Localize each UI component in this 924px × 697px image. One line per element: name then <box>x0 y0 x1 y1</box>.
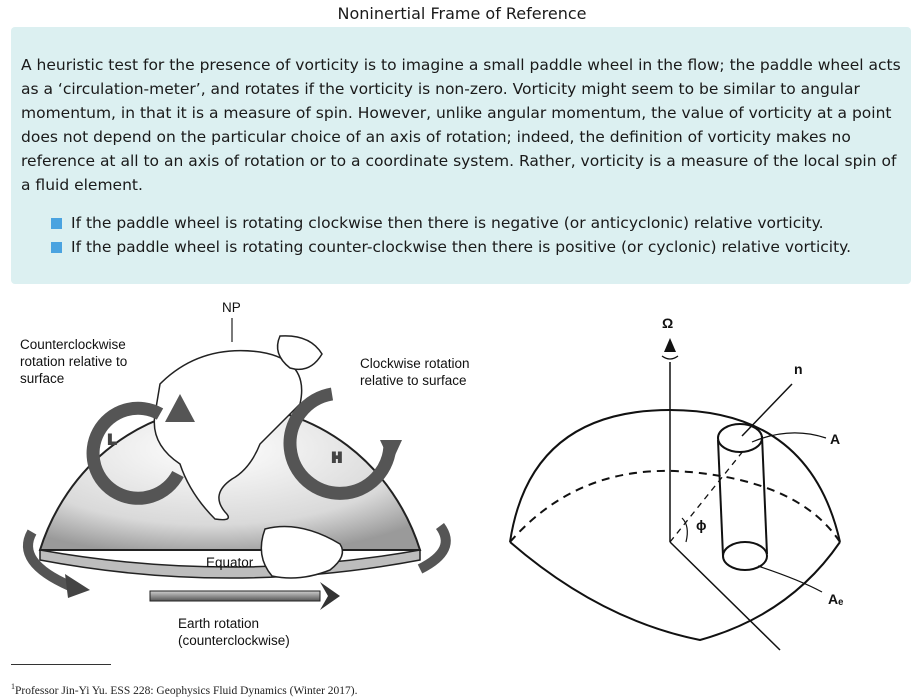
vorticity-diagram: Ω n A ϕ Aₑ <box>509 315 843 651</box>
north-america-shape <box>153 349 303 521</box>
cw-rotation-arrow <box>283 387 397 500</box>
cylinder-top <box>717 423 763 453</box>
omega-arrow-head <box>664 338 676 352</box>
footnote-mark: 1 <box>11 682 15 691</box>
footnote: 1Professor Jin-Yi Yu. ESS 228: Geophysic… <box>11 682 358 697</box>
footnote-rule <box>11 664 111 665</box>
high-label: H <box>332 450 342 465</box>
low-label: L <box>108 432 116 447</box>
bullet-counterclockwise: If the paddle wheel is rotating counter-… <box>51 235 901 259</box>
bullet-text: If the paddle wheel is rotating clockwis… <box>71 214 824 232</box>
np-label: NP <box>222 300 241 315</box>
area-a-label: A <box>830 431 840 447</box>
bullet-text: If the paddle wheel is rotating counter-… <box>71 238 852 256</box>
page-title: Noninertial Frame of Reference <box>337 4 587 23</box>
ccw-label-line1: Counterclockwise <box>20 337 126 352</box>
bullet-clockwise: If the paddle wheel is rotating clockwis… <box>51 211 901 235</box>
bullet-square-icon <box>51 218 62 229</box>
south-america-shape <box>260 525 344 579</box>
bullet-square-icon <box>51 242 62 253</box>
footnote-text: Professor Jin-Yi Yu. ESS 228: Geophysics… <box>15 684 358 697</box>
cw-label-line1: Clockwise rotation <box>360 356 470 371</box>
earth-rotation-bar-head <box>320 582 340 610</box>
ccw-rotation-arrow <box>86 401 184 505</box>
equator-label: Equator <box>206 555 254 570</box>
ccw-label-line2: rotation relative to <box>20 354 127 369</box>
cw-label-line2: relative to surface <box>360 373 467 388</box>
ccw-label-line3: surface <box>20 371 64 386</box>
dashed-equator <box>509 469 841 543</box>
area-ae-label: Aₑ <box>828 591 843 607</box>
bullet-list: If the paddle wheel is rotating clockwis… <box>21 211 901 259</box>
earth-rotation-figure: L H NP Counterclockwise rotation relativ… <box>20 300 470 648</box>
earth-left-arrow-head <box>65 574 90 598</box>
earth-rotation-bar <box>149 590 321 602</box>
phi-label: ϕ <box>696 517 707 533</box>
dome-lower-arc <box>509 541 841 642</box>
dome-outline <box>509 408 841 543</box>
cylinder-bottom <box>722 541 768 571</box>
definition-box: A heuristic test for the presence of vor… <box>11 27 911 284</box>
omega-label: Ω <box>662 315 673 331</box>
earth-rotation-left-arrow <box>23 529 73 591</box>
cw-arrow-head <box>380 440 402 464</box>
greenland-shape <box>276 335 323 371</box>
vorticity-paragraph: A heuristic test for the presence of vor… <box>21 56 901 194</box>
ccw-arrow-head <box>165 394 195 422</box>
earth-rotation-label-line2: (counterclockwise) <box>178 633 290 648</box>
earth-rotation-right-arrow <box>417 523 451 574</box>
normal-label: n <box>794 361 803 377</box>
earth-rotation-label-line1: Earth rotation <box>178 616 259 631</box>
